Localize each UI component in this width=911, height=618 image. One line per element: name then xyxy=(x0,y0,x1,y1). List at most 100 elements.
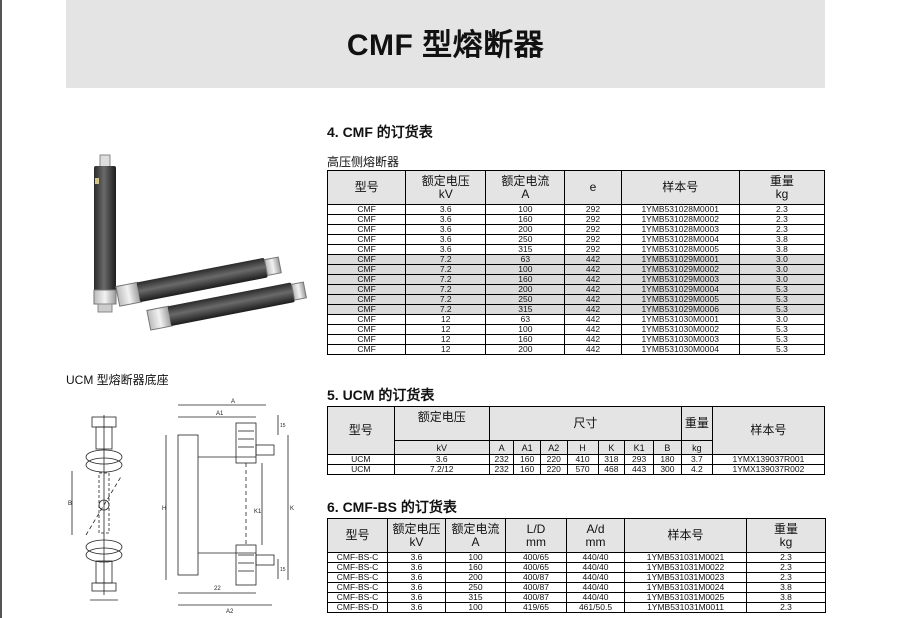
table-cell: 3.6 xyxy=(405,224,487,235)
table-cell: 2.3 xyxy=(746,552,826,563)
title-banner: CMF 型熔断器 xyxy=(66,0,825,88)
header-cell: 型号 xyxy=(327,518,388,553)
table-cell: 1YMB531029M0003 xyxy=(620,274,740,285)
table-cell: 2.3 xyxy=(746,572,826,583)
header-cell: L/D mm xyxy=(505,518,567,553)
table-cell: 7.2 xyxy=(405,284,487,295)
svg-text:B: B xyxy=(68,501,72,507)
table-cell: 400/87 xyxy=(505,582,567,593)
table-cell: 3.6 xyxy=(387,552,446,563)
svg-text:22: 22 xyxy=(214,586,221,592)
table-cell: 232 xyxy=(488,454,515,465)
header-cell: 重量 kg xyxy=(746,518,826,553)
table-cell: 160 xyxy=(485,334,566,345)
table-cell: 1YMB531031M0023 xyxy=(624,572,747,583)
table-cell: 100 xyxy=(445,602,506,613)
table-cell: 1YMB531030M0002 xyxy=(620,324,740,335)
table-cell: 100 xyxy=(485,324,566,335)
header-weight-unit: kg xyxy=(680,440,713,455)
table-cell: 12 xyxy=(405,324,487,335)
table-cell: 1YMB531030M0003 xyxy=(620,334,740,345)
table-cell: 1YMB531031M0022 xyxy=(624,562,747,573)
table-cell: 315 xyxy=(485,244,566,255)
table-cell: 400/87 xyxy=(505,572,567,583)
table-cell: 100 xyxy=(485,264,566,275)
table-cell: 250 xyxy=(485,234,566,245)
table-cell: 1YMB531028M0001 xyxy=(620,204,740,215)
table-cell: 5.3 xyxy=(738,324,826,335)
table-cell: 160 xyxy=(485,274,566,285)
table-cell: CMF xyxy=(326,274,407,285)
table-cell: 2.3 xyxy=(738,214,826,225)
table-cell: 5.3 xyxy=(738,304,826,315)
table-cell: 3.6 xyxy=(393,454,490,465)
table-cell: 442 xyxy=(564,314,622,325)
table-cell: 419/65 xyxy=(505,602,567,613)
table-cell: 442 xyxy=(564,254,622,265)
table-cell: 200 xyxy=(485,284,566,295)
header-cell: 额定电流 A xyxy=(445,518,506,553)
table-cell: 12 xyxy=(405,314,487,325)
table-cell: 160 xyxy=(513,454,541,465)
table-cell: 292 xyxy=(564,224,622,235)
table-cell: 5.3 xyxy=(738,294,826,305)
table-cell: 292 xyxy=(564,204,622,215)
table-cell: 1YMB531029M0001 xyxy=(620,254,740,265)
ucm-caption: UCM 型熔断器底座 xyxy=(66,373,169,387)
table-cell: 442 xyxy=(564,294,622,305)
header-cell: 样本号 xyxy=(620,170,740,205)
table-cell: 442 xyxy=(564,264,622,275)
table-cell: 442 xyxy=(564,344,622,355)
table-cell: 7.2 xyxy=(405,294,487,305)
table-cell: 1YMB531028M0003 xyxy=(620,224,740,235)
header-cell: 额定电流 A xyxy=(485,170,566,205)
table-cell: 318 xyxy=(597,454,626,465)
table-cell: 442 xyxy=(564,304,622,315)
table-cell: 3.6 xyxy=(405,244,487,255)
table-cell: 300 xyxy=(653,464,682,475)
table-cell: 160 xyxy=(513,464,541,475)
header-cell: e xyxy=(564,170,622,205)
table-cell: 3.0 xyxy=(738,254,826,265)
table-cell: 4.2 xyxy=(680,464,713,475)
dim-header: A xyxy=(488,440,515,455)
table-cell: 570 xyxy=(566,464,599,475)
svg-text:K: K xyxy=(290,506,294,512)
table-cell: 7.2 xyxy=(405,264,487,275)
table-cell: 200 xyxy=(485,344,566,355)
table-cell: 442 xyxy=(564,274,622,285)
table-cell: 440/40 xyxy=(566,552,625,563)
table-cell: CMF xyxy=(326,334,407,345)
table-cell: 160 xyxy=(485,214,566,225)
table-cell: CMF xyxy=(326,234,407,245)
table-cell: 3.7 xyxy=(680,454,713,465)
page-border-line xyxy=(0,0,2,618)
svg-text:15: 15 xyxy=(280,567,286,573)
header-model: 型号 xyxy=(327,406,395,455)
table-cell: 3.0 xyxy=(738,274,826,285)
table-cell: CMF-BS-C xyxy=(327,592,388,603)
dim-header: A1 xyxy=(513,440,541,455)
table-cell: 63 xyxy=(485,254,566,265)
table-cell: 292 xyxy=(564,214,622,225)
table-cell: 440/40 xyxy=(566,562,625,573)
table-cell: 468 xyxy=(597,464,626,475)
table-cell: 3.6 xyxy=(405,214,487,225)
table-cell: CMF xyxy=(326,214,407,225)
dim-header: H xyxy=(566,440,599,455)
svg-text:A1: A1 xyxy=(216,411,224,417)
table-cell: 2.3 xyxy=(746,562,826,573)
table-cell: 1YMB531031M0024 xyxy=(624,582,747,593)
table-cell: 1YMB531031M0021 xyxy=(624,552,747,563)
table-cell: 232 xyxy=(488,464,515,475)
table-cell: 400/87 xyxy=(505,592,567,603)
